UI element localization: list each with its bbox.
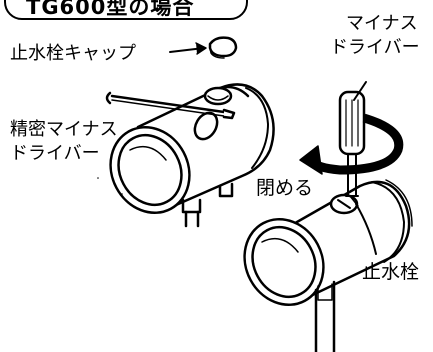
right-valve-drawing [243, 81, 413, 352]
label-stop-valve-cap: 止水栓キャップ [10, 43, 136, 64]
header-title: TG600型の場合 [26, 0, 195, 19]
label-minus-driver-line1: マイナス [346, 13, 418, 34]
label-precision-driver-line1: 精密マイナス [10, 119, 118, 140]
label-minus-driver-line2: ドライバー [330, 37, 420, 58]
label-close: 閉める [256, 177, 314, 199]
label-stop-valve: 止水栓 [362, 261, 420, 283]
left-valve-drawing [105, 36, 275, 228]
label-precision-driver-line2: ドライバー [10, 143, 100, 164]
